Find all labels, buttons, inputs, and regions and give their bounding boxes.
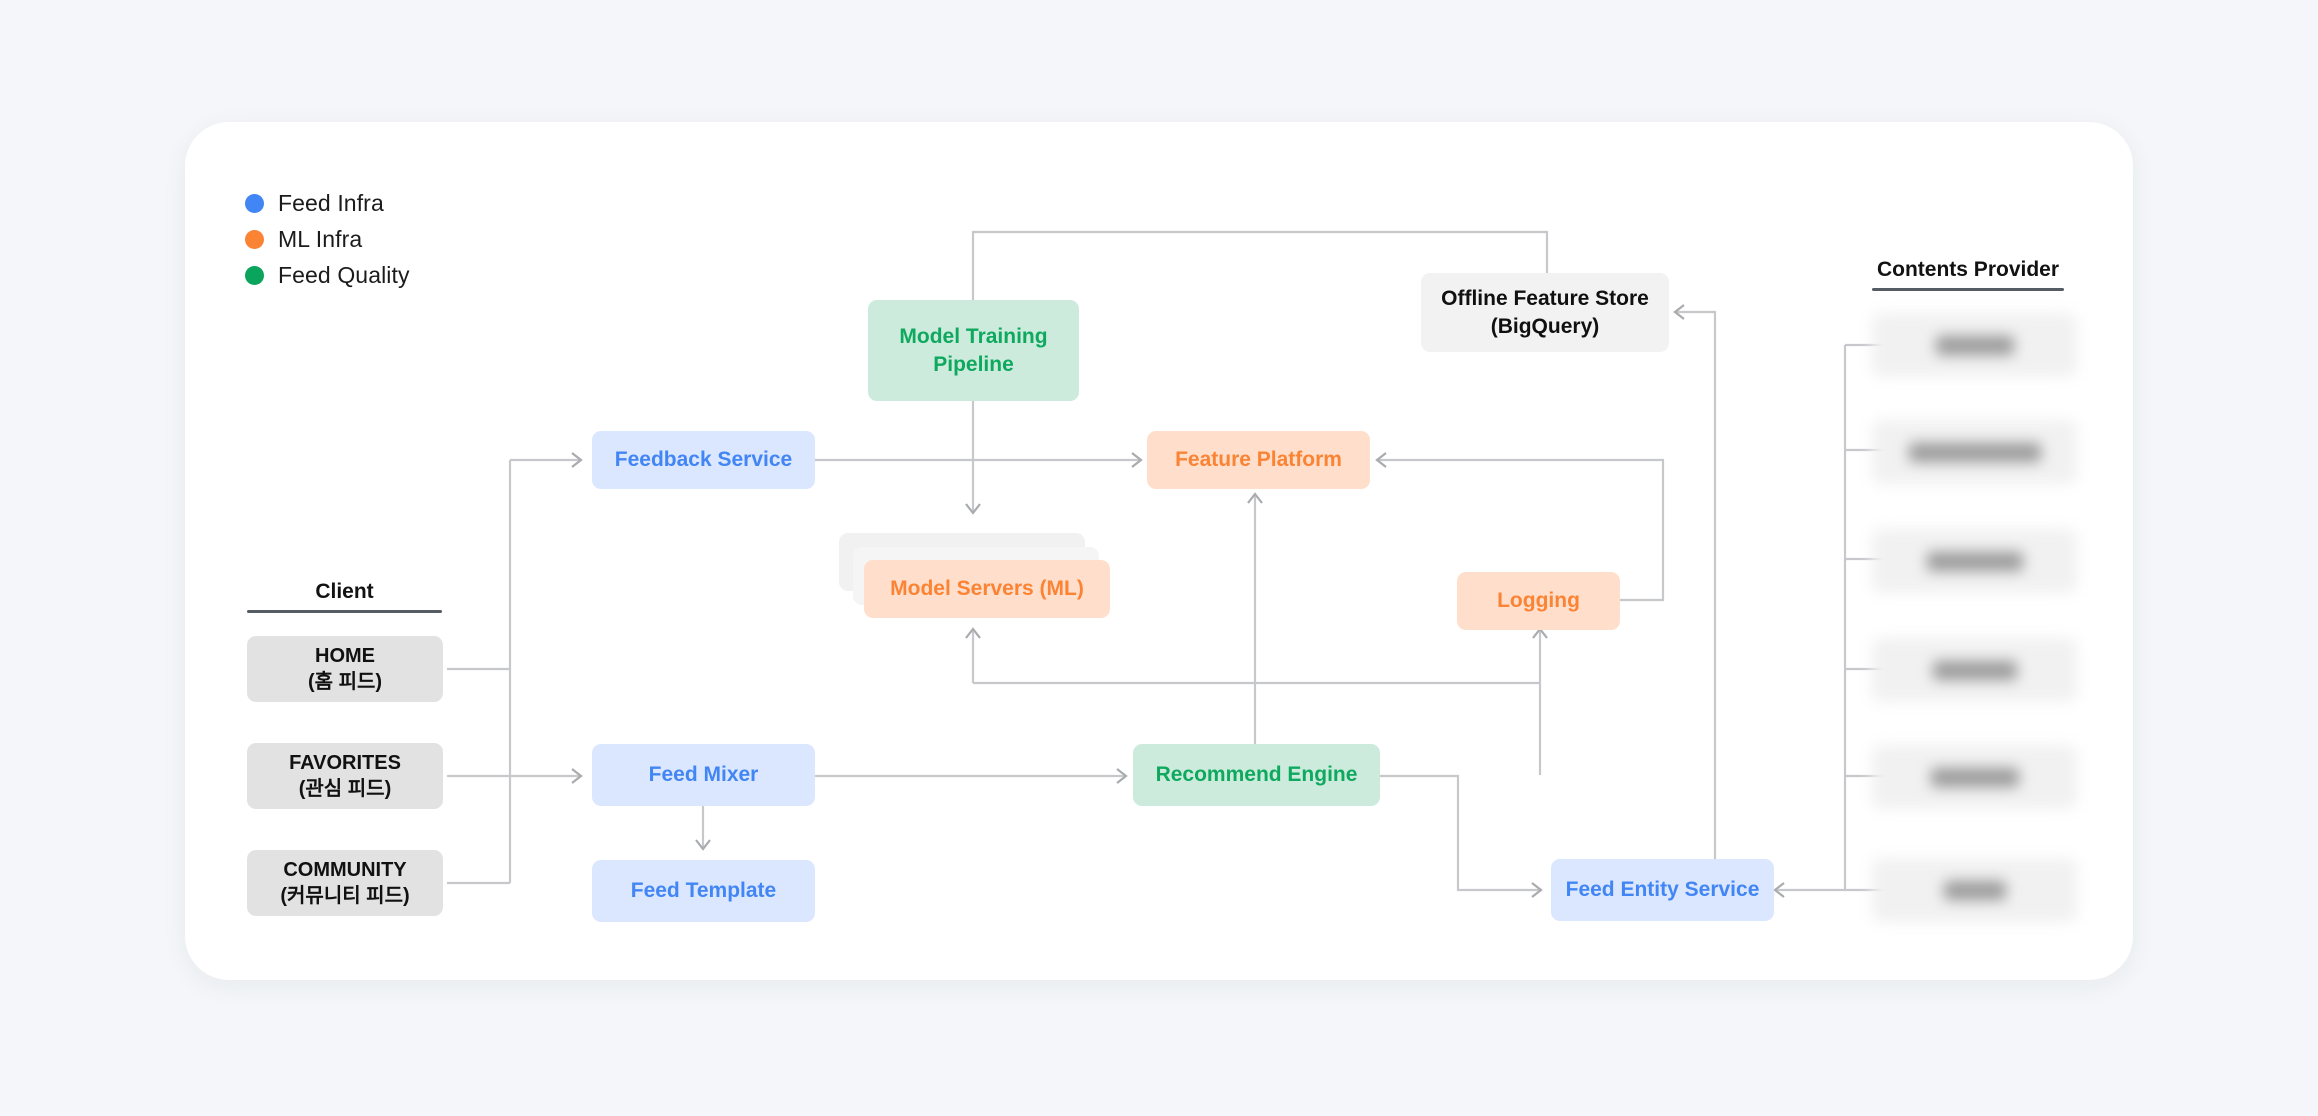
- client-column-rule: [247, 610, 442, 613]
- client-node-home-sub: (홈 피드): [307, 671, 383, 693]
- legend-item-ml-infra: ML Infra: [245, 221, 410, 257]
- node-feed-entity-service-label: Feed Entity Service: [1565, 878, 1760, 902]
- arrowhead-feed-entity-left: [1531, 882, 1543, 898]
- legend-item-feed-infra: Feed Infra: [245, 185, 410, 221]
- arrowhead-recommend: [1116, 768, 1128, 784]
- legend: Feed Infra ML Infra Feed Quality: [245, 185, 410, 293]
- node-model-training-pipeline-line2: Pipeline: [933, 352, 1014, 376]
- provider-row-4-redacted-bar: [1932, 660, 2017, 680]
- wire-feed-entity-to-offline-store: [1663, 310, 1717, 892]
- provider-row-1-redacted-bar: [1935, 335, 2014, 355]
- arrowhead-feedback: [571, 452, 583, 468]
- node-offline-feature-store-line2: (BigQuery): [1490, 314, 1600, 338]
- provider-row-4[interactable]: [1872, 638, 2077, 702]
- arrowhead-offline-store-left: [1673, 304, 1685, 320]
- node-feature-platform-label: Feature Platform: [1175, 448, 1342, 472]
- node-recommend-engine[interactable]: Recommend Engine: [1133, 744, 1380, 806]
- node-feed-template[interactable]: Feed Template: [592, 860, 815, 922]
- arrowhead-model-servers-up: [965, 627, 981, 639]
- node-feed-entity-service[interactable]: Feed Entity Service: [1551, 859, 1774, 921]
- contents-provider-column-title: Contents Provider: [1876, 258, 2060, 281]
- node-feedback-service[interactable]: Feedback Service: [592, 431, 815, 489]
- arrowhead-feature-platform-bottom: [1247, 492, 1263, 504]
- provider-row-6[interactable]: [1872, 858, 2077, 922]
- arrowhead-feature-platform-left: [1131, 452, 1143, 468]
- node-model-training-pipeline-line1: Model Training: [899, 324, 1048, 348]
- legend-label-ml-infra: ML Infra: [278, 225, 363, 252]
- node-feed-mixer[interactable]: Feed Mixer: [592, 744, 815, 806]
- client-node-favorites-sub: (관심 피드): [298, 778, 392, 800]
- arrowhead-feedmixer: [571, 768, 583, 784]
- node-feedback-service-label: Feedback Service: [614, 448, 793, 472]
- provider-row-2-redacted-bar: [1908, 442, 2041, 462]
- client-node-favorites-title: FAVORITES: [289, 751, 401, 774]
- provider-row-3[interactable]: [1872, 529, 2077, 593]
- node-offline-feature-store[interactable]: Offline Feature Store (BigQuery): [1421, 273, 1669, 352]
- client-node-community-sub: (커뮤니티 피드): [280, 885, 410, 907]
- client-node-home[interactable]: HOME (홈 피드): [247, 636, 443, 702]
- arrowhead-model-servers: [965, 503, 981, 515]
- contents-provider-column-header: Contents Provider: [1872, 258, 2064, 291]
- legend-label-feed-infra: Feed Infra: [278, 189, 384, 216]
- client-node-community-title: COMMUNITY: [283, 858, 407, 881]
- client-column-title: Client: [315, 580, 374, 603]
- contents-provider-column-rule: [1872, 288, 2064, 291]
- provider-row-5[interactable]: [1872, 745, 2077, 809]
- legend-label-feed-quality: Feed Quality: [278, 261, 410, 288]
- node-offline-feature-store-line1: Offline Feature Store: [1441, 286, 1649, 310]
- client-node-favorites[interactable]: FAVORITES (관심 피드): [247, 743, 443, 809]
- provider-row-1[interactable]: [1872, 313, 2077, 377]
- node-feed-template-label: Feed Template: [630, 879, 777, 903]
- node-logging-label: Logging: [1497, 589, 1580, 613]
- wire-recommend-to-feed-entity: [1380, 774, 1540, 892]
- provider-row-3-redacted-bar: [1926, 551, 2023, 571]
- wire-training-to-offline-store: [971, 230, 1549, 345]
- provider-row-6-redacted-bar: [1943, 880, 2006, 900]
- legend-dot-feed-infra: [245, 193, 264, 213]
- node-model-servers[interactable]: Model Servers (ML): [864, 560, 1110, 618]
- client-column-header: Client: [247, 580, 442, 613]
- client-node-home-title: HOME: [315, 644, 375, 667]
- provider-row-2[interactable]: [1872, 420, 2077, 484]
- node-logging[interactable]: Logging: [1457, 572, 1620, 630]
- arrowhead-feed-entity-right: [1773, 882, 1785, 898]
- legend-dot-feed-quality: [245, 265, 264, 285]
- node-feed-mixer-label: Feed Mixer: [648, 763, 759, 787]
- node-feature-platform[interactable]: Feature Platform: [1147, 431, 1370, 489]
- provider-row-5-redacted-bar: [1930, 767, 2019, 787]
- legend-item-feed-quality: Feed Quality: [245, 257, 410, 293]
- node-model-servers-label: Model Servers (ML): [890, 577, 1084, 601]
- arrowhead-feed-template: [695, 839, 711, 851]
- arrowhead-feature-platform-right: [1375, 452, 1387, 468]
- node-recommend-engine-label: Recommend Engine: [1155, 763, 1358, 787]
- wire-logging-to-feature-platform: [1378, 458, 1665, 602]
- legend-dot-ml-infra: [245, 229, 264, 249]
- client-node-community[interactable]: COMMUNITY (커뮤니티 피드): [247, 850, 443, 916]
- node-model-training-pipeline[interactable]: Model Training Pipeline: [868, 300, 1079, 401]
